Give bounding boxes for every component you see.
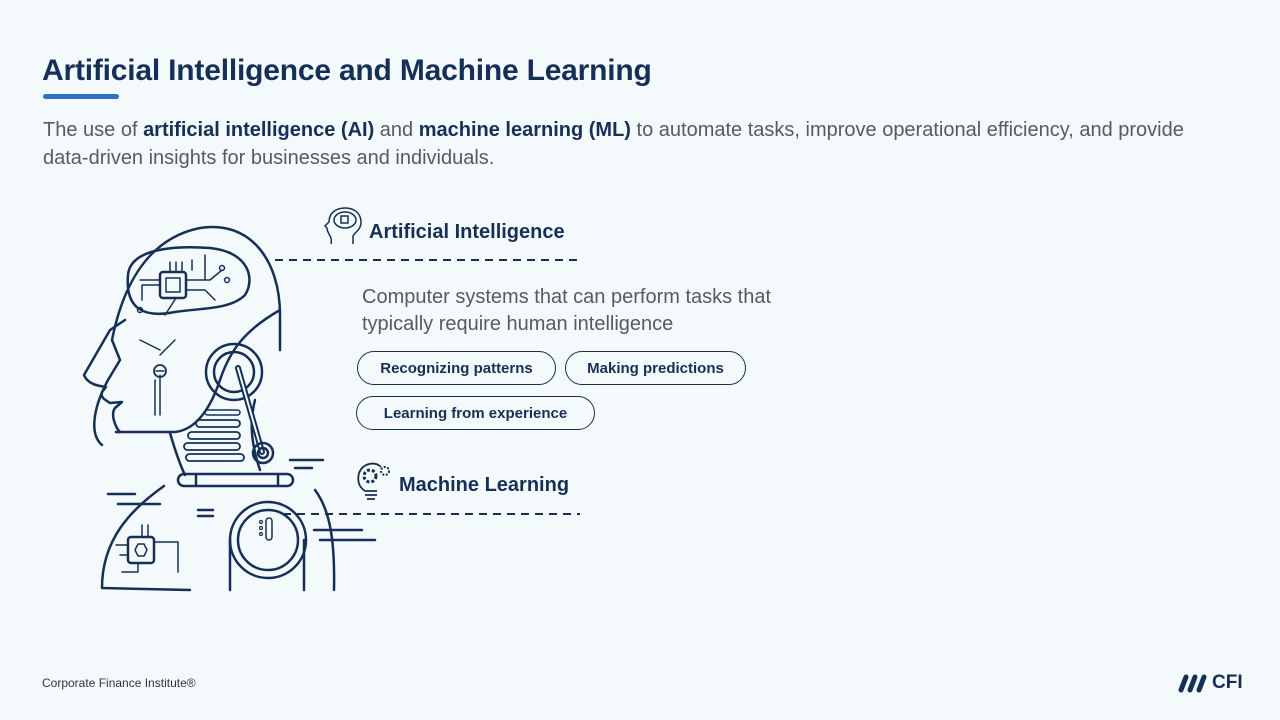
- title-underline: [43, 94, 119, 99]
- gear-lightbulb-icon: [357, 462, 390, 500]
- subtitle-text: The use of: [43, 119, 144, 141]
- subtitle-text: to automate tasks, improve operational e…: [43, 119, 1184, 169]
- cfi-logo-mark-icon: [1178, 674, 1207, 693]
- ai-section-label: Artificial Intelligence: [369, 221, 565, 243]
- tag-recognizing-patterns: Recognizing patterns: [357, 351, 556, 385]
- tag-learning-from-experience: Learning from experience: [356, 396, 595, 430]
- subtitle-ai-term: artificial intelligence (AI): [143, 119, 375, 141]
- ml-section-label: Machine Learning: [399, 474, 570, 496]
- subtitle-text: and: [374, 119, 419, 141]
- ml-divider: [283, 513, 580, 515]
- page-subtitle: The use of artificial intelligence (AI) …: [43, 116, 1223, 172]
- robot-head-illustration: [82, 225, 377, 592]
- tag-making-predictions: Making predictions: [565, 351, 746, 385]
- ai-description: Computer systems that can perform tasks …: [362, 286, 772, 335]
- cfi-logo: CFI: [1178, 672, 1243, 694]
- cfi-logo-text: CFI: [1212, 672, 1243, 693]
- subtitle-ml-term: machine learning (ML): [418, 119, 631, 141]
- footer-company-name: Corporate Finance Institute®: [42, 676, 196, 690]
- page-title: Artificial Intelligence and Machine Lear…: [42, 54, 652, 87]
- brain-head-icon: [323, 207, 362, 245]
- ai-divider: [275, 259, 580, 261]
